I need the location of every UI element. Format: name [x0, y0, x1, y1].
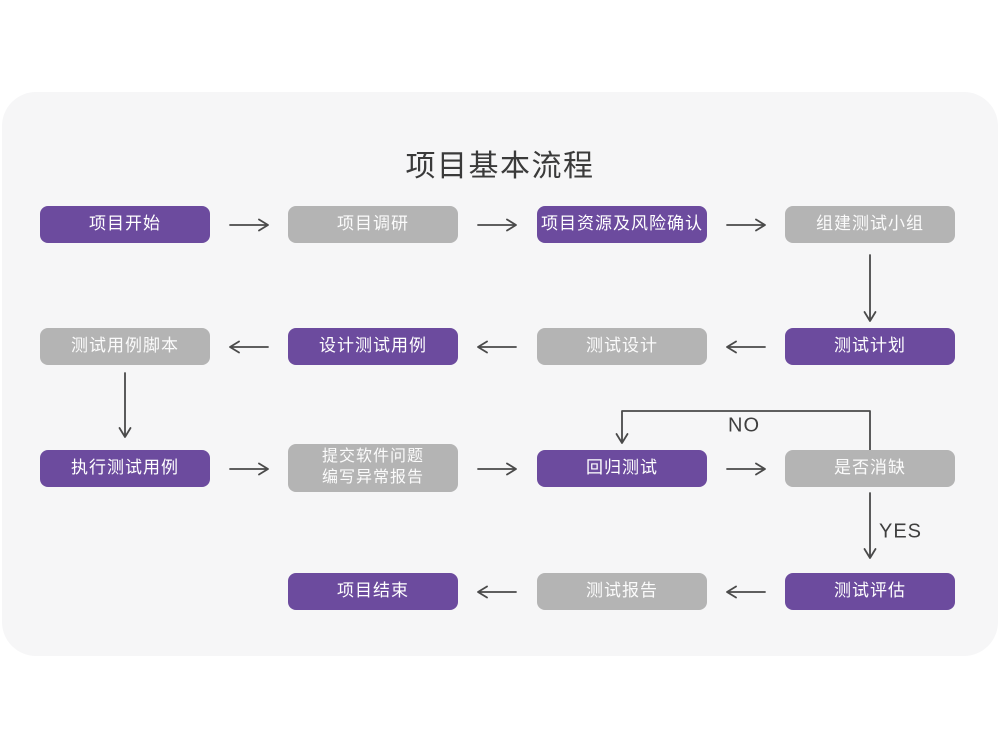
node-label-line1: 提交软件问题	[321, 448, 424, 466]
flow-node-project-research: 项目调研	[288, 206, 458, 243]
flow-node-test-evaluate: 测试评估	[785, 573, 955, 610]
node-label: 测试报告	[586, 581, 658, 601]
node-label-line2: 编写异常报告	[321, 469, 424, 486]
node-label: 组建测试小组	[816, 214, 924, 234]
node-label: 项目调研	[337, 214, 409, 234]
node-label: 执行测试用例	[71, 458, 179, 478]
edge-label-no: NO	[728, 414, 760, 437]
flow-node-resource-risk: 项目资源及风险确认	[537, 206, 707, 243]
flow-node-test-design: 测试设计	[537, 328, 707, 365]
node-label: 回归测试	[586, 458, 658, 478]
flow-node-design-test-case: 设计测试用例	[288, 328, 458, 365]
node-label: 测试评估	[834, 581, 906, 601]
node-label: 项目结束	[337, 581, 409, 601]
node-label: 是否消缺	[834, 458, 906, 478]
node-label: 测试设计	[586, 336, 658, 356]
flow-node-build-test-team: 组建测试小组	[785, 206, 955, 243]
node-label: 设计测试用例	[319, 336, 427, 356]
flow-node-submit-issue-report: 提交软件问题 编写异常报告	[288, 444, 458, 492]
node-label: 测试计划	[834, 336, 906, 356]
flow-node-regression-test: 回归测试	[537, 450, 707, 487]
flow-node-execute-test-case: 执行测试用例	[40, 450, 210, 487]
flow-node-project-end: 项目结束	[288, 573, 458, 610]
flow-node-test-plan: 测试计划	[785, 328, 955, 365]
flow-node-test-report: 测试报告	[537, 573, 707, 610]
flowchart-card	[2, 92, 998, 656]
node-label: 项目开始	[89, 214, 161, 234]
page-title: 项目基本流程	[405, 150, 595, 183]
flow-node-test-case-script: 测试用例脚本	[40, 328, 210, 365]
node-label: 测试用例脚本	[71, 336, 179, 356]
edge-label-yes: YES	[879, 520, 923, 543]
flow-node-project-start: 项目开始	[40, 206, 210, 243]
node-label: 项目资源及风险确认	[541, 214, 703, 234]
flow-node-defect-cleared: 是否消缺	[785, 450, 955, 487]
